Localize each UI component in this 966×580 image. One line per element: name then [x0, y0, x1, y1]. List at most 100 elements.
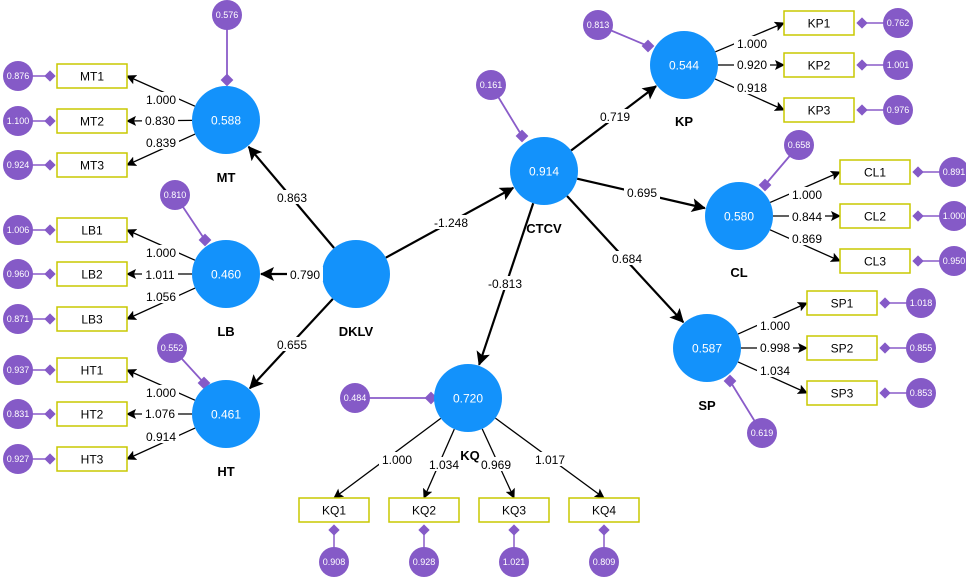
indicator-lb3[interactable]: LB3 [56, 306, 128, 332]
indicator-kq1[interactable]: KQ1 [298, 497, 370, 523]
error-circle[interactable] [883, 50, 913, 80]
error-circle[interactable] [939, 246, 966, 276]
indicator-box[interactable] [783, 10, 855, 36]
indicator-box[interactable] [783, 97, 855, 123]
error-term-kq2[interactable]: 0.928 [409, 547, 439, 577]
indicator-box[interactable] [56, 261, 128, 287]
error-term-mt2[interactable]: 1.100 [3, 106, 33, 136]
indicator-box[interactable] [839, 203, 911, 229]
indicator-box[interactable] [568, 497, 640, 523]
latent-circle[interactable] [673, 314, 741, 382]
indicator-ht3[interactable]: HT3 [56, 446, 128, 472]
error-circle[interactable] [3, 106, 33, 136]
error-term-mt1[interactable]: 0.876 [3, 61, 33, 91]
indicator-mt2[interactable]: MT2 [56, 108, 128, 134]
indicator-box[interactable] [478, 497, 550, 523]
latent-circle[interactable] [510, 137, 578, 205]
latent-dklv[interactable] [322, 240, 390, 308]
error-term-lb3[interactable]: 0.871 [3, 304, 33, 334]
error-circle[interactable] [939, 157, 966, 187]
latent-ctcv[interactable]: 0.914 [510, 137, 578, 205]
indicator-box[interactable] [806, 335, 878, 361]
error-circle[interactable] [3, 304, 33, 334]
indicator-kq4[interactable]: KQ4 [568, 497, 640, 523]
error-term-lb2[interactable]: 0.960 [3, 259, 33, 289]
error-circle[interactable] [3, 150, 33, 180]
error-term-sp2[interactable]: 0.855 [906, 333, 936, 363]
indicator-box[interactable] [56, 446, 128, 472]
latent-error-sp[interactable]: 0.619 [747, 418, 777, 448]
latent-circle[interactable] [192, 380, 260, 448]
error-circle[interactable] [784, 130, 814, 160]
indicator-kp3[interactable]: KP3 [783, 97, 855, 123]
error-circle[interactable] [160, 180, 190, 210]
loading-arrow-sp3[interactable] [737, 361, 808, 394]
latent-lb[interactable]: 0.460 [192, 240, 260, 308]
indicator-box[interactable] [56, 108, 128, 134]
error-term-cl2[interactable]: 1.000 [939, 201, 966, 231]
error-term-kq3[interactable]: 1.021 [499, 547, 529, 577]
error-term-kp3[interactable]: 0.976 [883, 95, 913, 125]
indicator-kp2[interactable]: KP2 [783, 52, 855, 78]
indicator-mt1[interactable]: MT1 [56, 63, 128, 89]
indicator-cl3[interactable]: CL3 [839, 248, 911, 274]
indicator-box[interactable] [806, 380, 878, 406]
indicator-box[interactable] [839, 159, 911, 185]
indicator-sp3[interactable]: SP3 [806, 380, 878, 406]
latent-error-lb[interactable]: 0.810 [160, 180, 190, 210]
error-circle[interactable] [589, 547, 619, 577]
error-circle[interactable] [3, 444, 33, 474]
error-circle[interactable] [476, 70, 506, 100]
loading-arrow-mt1[interactable] [126, 75, 196, 107]
latent-circle[interactable] [192, 240, 260, 308]
indicator-box[interactable] [839, 248, 911, 274]
error-term-mt3[interactable]: 0.924 [3, 150, 33, 180]
indicator-box[interactable] [56, 357, 128, 383]
indicator-kq2[interactable]: KQ2 [388, 497, 460, 523]
indicator-sp1[interactable]: SP1 [806, 290, 878, 316]
error-term-kp2[interactable]: 1.001 [883, 50, 913, 80]
error-term-cl1[interactable]: 0.891 [939, 157, 966, 187]
indicator-box[interactable] [56, 306, 128, 332]
loading-arrow-cl3[interactable] [769, 229, 841, 262]
indicator-lb1[interactable]: LB1 [56, 217, 128, 243]
error-circle[interactable] [3, 61, 33, 91]
indicator-box[interactable] [806, 290, 878, 316]
latent-cl[interactable]: 0.580 [705, 182, 773, 250]
latent-circle[interactable] [434, 364, 502, 432]
error-circle[interactable] [3, 215, 33, 245]
indicator-box[interactable] [56, 217, 128, 243]
indicator-ht2[interactable]: HT2 [56, 401, 128, 427]
indicator-mt3[interactable]: MT3 [56, 152, 128, 178]
error-term-sp3[interactable]: 0.853 [906, 378, 936, 408]
latent-kq[interactable]: 0.720 [434, 364, 502, 432]
error-circle[interactable] [409, 547, 439, 577]
latent-error-ht[interactable]: 0.552 [157, 333, 187, 363]
error-circle[interactable] [499, 547, 529, 577]
error-term-kq1[interactable]: 0.908 [319, 547, 349, 577]
error-term-ht3[interactable]: 0.927 [3, 444, 33, 474]
error-circle[interactable] [906, 288, 936, 318]
error-circle[interactable] [747, 418, 777, 448]
error-term-sp1[interactable]: 1.018 [906, 288, 936, 318]
error-term-kq4[interactable]: 0.809 [589, 547, 619, 577]
error-circle[interactable] [906, 378, 936, 408]
error-circle[interactable] [340, 383, 370, 413]
indicator-box[interactable] [56, 63, 128, 89]
indicator-box[interactable] [56, 152, 128, 178]
error-circle[interactable] [883, 8, 913, 38]
latent-error-kq[interactable]: 0.484 [340, 383, 370, 413]
error-circle[interactable] [3, 355, 33, 385]
error-circle[interactable] [906, 333, 936, 363]
error-term-ht2[interactable]: 0.831 [3, 399, 33, 429]
latent-ht[interactable]: 0.461 [192, 380, 260, 448]
latent-circle[interactable] [705, 182, 773, 250]
error-circle[interactable] [939, 201, 966, 231]
indicator-ht1[interactable]: HT1 [56, 357, 128, 383]
indicator-box[interactable] [388, 497, 460, 523]
error-term-ht1[interactable]: 0.937 [3, 355, 33, 385]
latent-error-kp[interactable]: 0.813 [583, 10, 613, 40]
error-circle[interactable] [319, 547, 349, 577]
indicator-lb2[interactable]: LB2 [56, 261, 128, 287]
error-term-cl3[interactable]: 0.950 [939, 246, 966, 276]
